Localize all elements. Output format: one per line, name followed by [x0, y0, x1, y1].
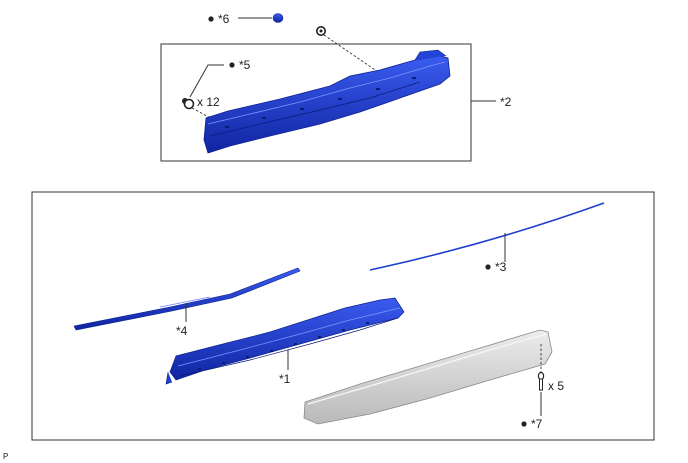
callout-5-bullet [229, 62, 235, 68]
grey-side-cover [303, 329, 553, 425]
fastener-dash-line [323, 34, 385, 77]
cap-part [272, 13, 284, 23]
fastener-center [319, 29, 323, 33]
callout-5-label: *5 [239, 58, 251, 72]
assembly-frame-top [160, 43, 472, 162]
callout-3-bullet [485, 264, 491, 270]
side-panel-assembly [203, 49, 451, 154]
corner-mark: P [3, 452, 8, 461]
lower-side-panel [165, 297, 405, 385]
callout-4-label: *4 [176, 324, 188, 338]
clip-quantity: x 12 [197, 95, 220, 109]
exploded-parts-frame [31, 191, 655, 441]
callout-3-label: *3 [495, 260, 507, 274]
fastener-quantity: x 5 [548, 379, 564, 393]
thin-molding-strip [369, 202, 605, 271]
upper-molding [73, 267, 301, 331]
callout-6-label: *6 [218, 12, 230, 26]
callout-7-label: *7 [531, 417, 543, 431]
callout-1-label: *1 [279, 372, 291, 386]
clip-icon [183, 98, 195, 110]
callout-7-bullet [521, 421, 527, 427]
callout-6-bullet [208, 16, 214, 22]
callout-2-label: *2 [500, 95, 512, 109]
pin-fastener-icon [537, 371, 545, 391]
callout-5-leader [189, 64, 224, 98]
